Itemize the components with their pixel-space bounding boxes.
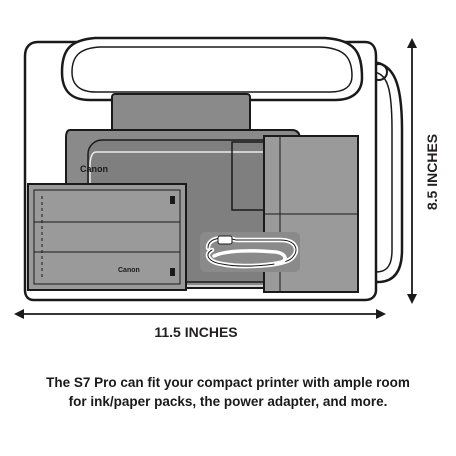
- printer-top: [111, 93, 251, 135]
- caption-line-2: for ink/paper packs, the power adapter, …: [68, 394, 388, 409]
- shoulder-strap: [369, 60, 404, 284]
- power-adapter: [200, 232, 300, 272]
- height-dimension: [407, 38, 417, 304]
- paper-pack-inner: [33, 189, 181, 285]
- printer-brand-top: Canon: [80, 164, 108, 174]
- pack-tab-bottom: [170, 268, 175, 276]
- top-handle: [60, 36, 364, 102]
- printer-brand-bottom: Canon: [118, 267, 140, 274]
- paper-pack-left: [27, 183, 187, 291]
- caption-line-1: The S7 Pro can fit your compact printer …: [46, 375, 410, 390]
- width-dimension: [14, 309, 386, 319]
- caption: The S7 Pro can fit your compact printer …: [0, 373, 456, 411]
- pack-tab-top: [170, 196, 175, 204]
- strap-inner-line: [371, 71, 393, 273]
- height-label: 8.5 INCHES: [424, 134, 440, 210]
- width-label: 11.5 INCHES: [154, 324, 237, 340]
- handle-inner: [71, 46, 353, 93]
